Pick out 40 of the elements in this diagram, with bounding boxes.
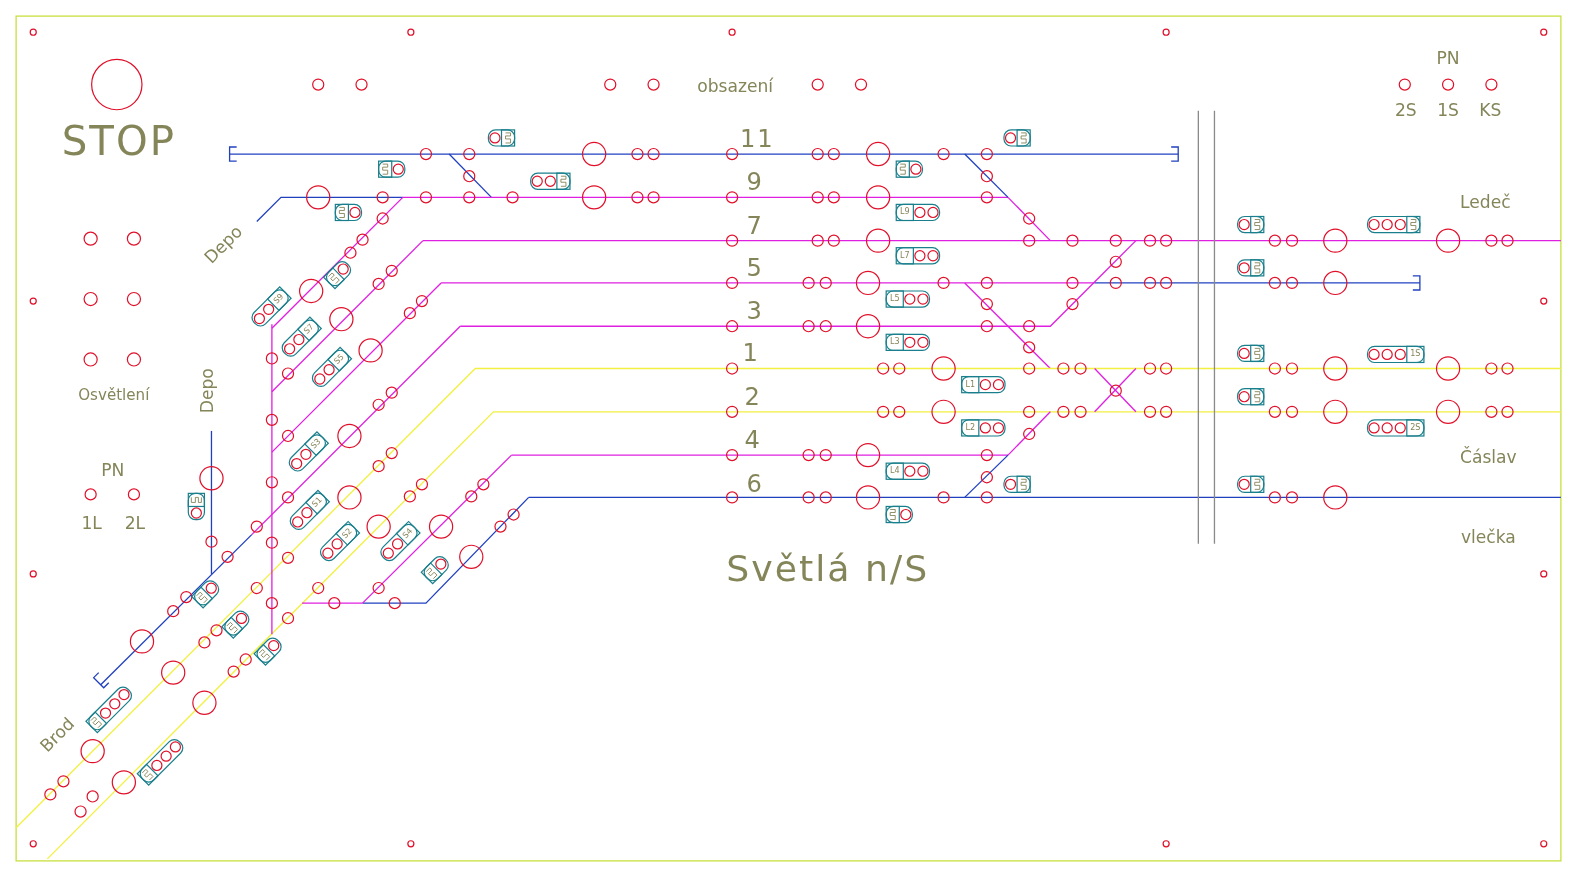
track-number: 7: [746, 213, 764, 238]
track-number: 1: [742, 341, 760, 366]
track-number: 2: [744, 384, 762, 409]
indicator-label: PN: [1436, 49, 1460, 67]
signal-label: L2: [965, 423, 976, 432]
indicator-label: 1L: [81, 515, 102, 533]
indicator-label: PN: [101, 461, 125, 479]
track-number: 11: [739, 126, 775, 152]
stop-label: STOP: [61, 120, 176, 162]
signal-label: L5: [889, 295, 900, 304]
signal-label: L3: [889, 338, 900, 347]
signal-label: L7: [900, 251, 910, 260]
signal-label: S4: [401, 526, 415, 540]
signal-label: S7: [303, 322, 316, 336]
direction-label: Depo: [198, 368, 216, 414]
signal-label: L1: [965, 380, 976, 389]
track-number: 9: [746, 170, 764, 195]
signal-label: L4: [889, 467, 900, 476]
track-number: 3: [746, 299, 764, 324]
signal-label: S9: [272, 292, 286, 306]
track-number: 4: [744, 427, 762, 453]
signal-label: S3: [310, 437, 324, 451]
signal-label: 2S: [1410, 423, 1421, 432]
station-name: Světlá n/S: [726, 550, 930, 587]
indicator-label: 1S: [1437, 102, 1459, 120]
direction-label: Ledeč: [1460, 193, 1511, 211]
direction-label: Čáslav: [1460, 448, 1517, 466]
signal-label: L9: [900, 208, 910, 217]
indicator-label: KS: [1479, 102, 1502, 120]
direction-label: vlečka: [1460, 529, 1516, 547]
indicator-label: obsazení: [697, 78, 774, 96]
signal-label: 1S: [1410, 350, 1421, 359]
indicator-label: 2S: [1394, 102, 1417, 120]
signal-label: S1: [311, 495, 325, 509]
indicator-label: Osvětlení: [78, 388, 150, 404]
track-number: 5: [746, 255, 764, 280]
signal-label: S2: [341, 526, 355, 540]
indicator-label: 2L: [124, 515, 146, 533]
signal-label: S5: [333, 352, 347, 366]
track-number: 6: [746, 472, 764, 497]
